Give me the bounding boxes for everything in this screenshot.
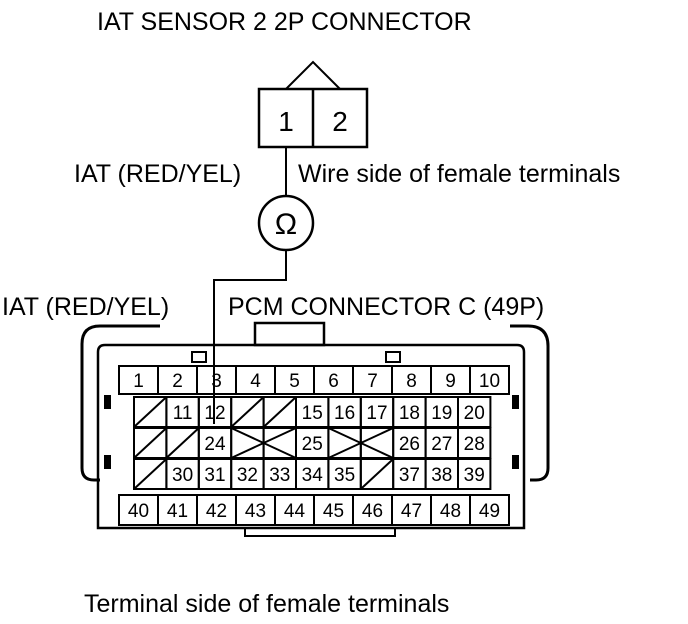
pcm-pin-label: 10	[479, 371, 500, 392]
pcm-pin-label: 44	[284, 501, 306, 522]
pcm-pin-label: 2	[172, 371, 183, 392]
pcm-inner-body	[96, 343, 526, 530]
pcm-pin-cell	[359, 427, 395, 459]
pcm-pin-label: 17	[366, 403, 387, 424]
terminal-side-label: Terminal side of female terminals	[84, 590, 449, 618]
pcm-unused-cavity-mark	[133, 458, 168, 490]
pcm-pin-label: 5	[289, 371, 300, 392]
wire-meter-to-pcm	[213, 250, 287, 424]
pcm-pin-label: 25	[302, 434, 323, 455]
sensor-connector-title: IAT SENSOR 2 2P CONNECTOR	[97, 8, 472, 36]
ohm-symbol: Ω	[275, 208, 297, 241]
pcm-pin-label: 27	[431, 434, 452, 455]
pcm-unused-cavity-mark	[262, 396, 297, 428]
pcm-unused-cavity-mark	[133, 427, 168, 459]
pcm-side-clip-left-upper	[104, 395, 111, 409]
pcm-pin-label: 38	[431, 465, 452, 486]
sensor-connector: 1 2	[257, 60, 369, 149]
pcm-pin-label: 26	[399, 434, 420, 455]
pcm-pin-label: 49	[479, 501, 500, 522]
pcm-right-bracket	[510, 324, 550, 482]
pcm-pin-label: 4	[250, 371, 261, 392]
pcm-pin-label: 19	[431, 403, 452, 424]
pcm-pin-label: 15	[302, 403, 323, 424]
pcm-pin-cell	[469, 365, 510, 395]
pcm-pin-label: 18	[399, 403, 420, 424]
pcm-pin-label: 30	[172, 465, 193, 486]
pcm-pin-label: 6	[328, 371, 339, 392]
pcm-pin-label: 43	[245, 501, 266, 522]
pcm-pin-label: 39	[464, 465, 485, 486]
pcm-top-latch	[253, 321, 326, 347]
pcm-unused-cavity-mark	[360, 458, 394, 490]
pcm-side-clip-left-lower	[104, 455, 111, 469]
pcm-pin-label: 7	[367, 371, 378, 392]
wire-label-pcm: IAT (RED/YEL)	[2, 293, 169, 321]
pcm-left-bracket	[80, 324, 160, 482]
pcm-pin-label: 33	[269, 465, 290, 486]
pcm-pin-label: 47	[401, 501, 422, 522]
pcm-pin-label: 46	[362, 501, 383, 522]
pcm-pin-label: 35	[334, 465, 355, 486]
sensor-pin-1: 1	[278, 106, 294, 137]
pcm-pin-label: 28	[464, 434, 485, 455]
pcm-pin-label: 20	[464, 403, 485, 424]
pcm-pin-label: 48	[440, 501, 461, 522]
pcm-pin-label: 3	[211, 371, 222, 392]
pcm-unused-cavity-mark	[133, 396, 168, 428]
pcm-bottom-tab	[244, 527, 396, 537]
pcm-unused-cavity-mark	[230, 427, 297, 459]
pcm-unused-cavity-mark	[165, 427, 200, 459]
pcm-pin-cell	[262, 427, 298, 459]
pcm-pin-label: 12	[204, 403, 225, 424]
pcm-unused-cavity-mark	[327, 427, 394, 459]
pcm-pin-label: 41	[167, 501, 188, 522]
pcm-pin-cell	[327, 427, 362, 459]
pcm-pin-label: 34	[302, 465, 324, 486]
pcm-pin-label: 40	[128, 501, 149, 522]
pcm-pin-label: 42	[206, 501, 227, 522]
pcm-pin-label: 11	[173, 403, 193, 424]
pcm-pin-cell	[230, 427, 265, 459]
sensor-pin-2: 2	[332, 106, 348, 137]
pcm-pin-label: 1	[133, 371, 144, 392]
pcm-pin-label: 9	[445, 371, 456, 392]
pcm-pin-label: 16	[334, 403, 355, 424]
ohmmeter-icon: Ω	[257, 194, 315, 252]
pcm-key-tab-right	[385, 351, 401, 363]
pcm-side-clip-right-lower	[512, 455, 519, 469]
connector-latch	[285, 60, 341, 90]
pcm-side-clip-right-upper	[512, 395, 519, 409]
pcm-key-tab-left	[191, 351, 207, 363]
wire-side-label: Wire side of female terminals	[298, 160, 620, 188]
pcm-pin-cell	[469, 494, 510, 526]
pcm-pin-label: 45	[323, 501, 344, 522]
pcm-pin-label: 31	[204, 465, 225, 486]
pcm-pin-label: 8	[406, 371, 417, 392]
wire-label-top: IAT (RED/YEL)	[74, 160, 241, 188]
pcm-unused-cavity-mark	[230, 396, 265, 428]
pcm-pin-cell	[457, 458, 492, 490]
pcm-pin-label: 24	[204, 434, 226, 455]
pcm-pin-label: 32	[237, 465, 258, 486]
pcm-connector-title: PCM CONNECTOR C (49P)	[228, 293, 544, 321]
pcm-pin-label: 37	[399, 465, 420, 486]
